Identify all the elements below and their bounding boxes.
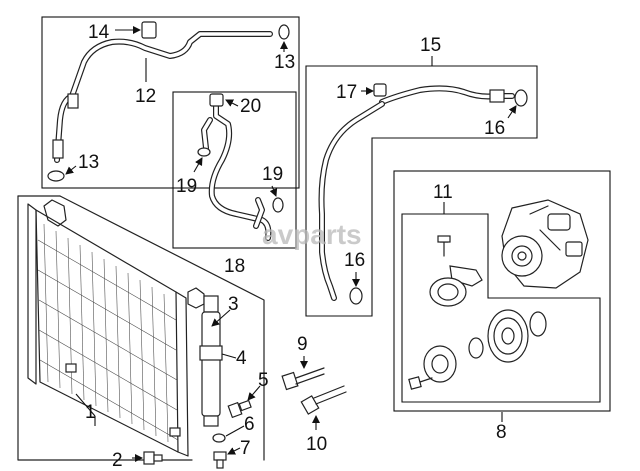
- callout-5: 5: [258, 370, 269, 391]
- callout-17: 17: [336, 82, 357, 103]
- group-15-hose-box: [305, 56, 538, 317]
- bolt-2: [132, 451, 163, 465]
- callout-labels: 14 13 12 13 20 19 19 18 15 17 16 16 11 8…: [78, 22, 507, 471]
- callout-16-bottom: 16: [344, 250, 365, 271]
- callout-20: 20: [240, 96, 261, 117]
- bolt-10: [300, 385, 347, 430]
- callout-19-right: 19: [262, 164, 283, 185]
- watermark: avparts: [262, 219, 362, 250]
- o-ring-16-bottom: [349, 287, 363, 305]
- callout-13-bottom: 13: [78, 152, 99, 173]
- hose-12: [52, 21, 273, 163]
- compressor: [501, 199, 589, 289]
- callout-1: 1: [85, 402, 96, 423]
- callout-16-top: 16: [484, 118, 505, 139]
- group-12-hose-box: [41, 16, 300, 189]
- callout-6: 6: [244, 414, 255, 435]
- clutch-parts: [408, 235, 547, 390]
- callout-9: 9: [297, 334, 308, 355]
- bolt-5: [227, 385, 261, 419]
- callout-15: 15: [420, 35, 441, 56]
- callout-8: 8: [496, 422, 507, 443]
- callout-11: 11: [433, 182, 453, 203]
- condenser-fins: [37, 223, 179, 443]
- callout-3: 3: [228, 294, 239, 315]
- o-ring-19-right: [272, 197, 284, 213]
- callout-14: 14: [88, 22, 110, 43]
- o-ring-13-bottom: [47, 170, 65, 182]
- group-18-hose-box: [172, 91, 297, 249]
- group-8-compressor-box: [393, 170, 611, 422]
- hose-15: [318, 83, 515, 301]
- callout-19-left: 19: [176, 176, 197, 197]
- callout-2: 2: [112, 450, 123, 471]
- o-ring-16-top: [514, 89, 528, 107]
- o-ring-19-left: [197, 147, 211, 157]
- receiver-drier: [199, 295, 237, 427]
- condenser-1: [17, 195, 265, 461]
- o-ring-6: [212, 425, 245, 443]
- o-ring-13-top: [278, 24, 290, 40]
- hose-18: [201, 93, 272, 241]
- callout-12: 12: [135, 86, 156, 107]
- callout-13-top: 13: [274, 52, 295, 73]
- callout-10: 10: [306, 434, 327, 455]
- callout-4: 4: [236, 348, 247, 369]
- callout-18: 18: [224, 256, 245, 277]
- plug-7: [213, 447, 241, 469]
- callout-7: 7: [240, 438, 251, 459]
- bolt-9: [281, 356, 325, 391]
